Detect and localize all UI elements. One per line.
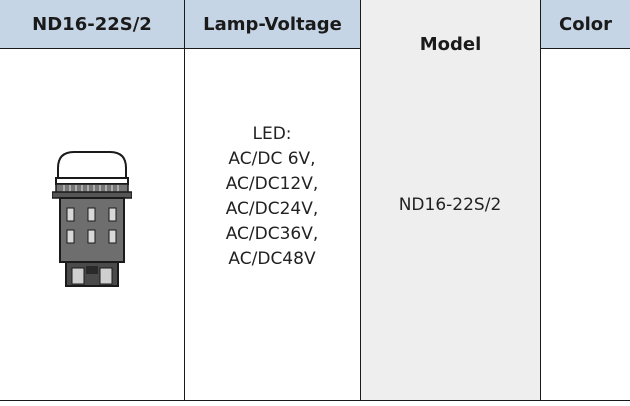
header-model: Model xyxy=(419,33,482,55)
color-column xyxy=(540,0,630,400)
header-product: ND16-22S/2 xyxy=(0,0,184,49)
lamp-voltage-cell: LED: AC/DC 6V, AC/DC12V, AC/DC24V, AC/DC… xyxy=(184,122,360,272)
table-bottom-rule xyxy=(0,400,630,401)
color-cell xyxy=(541,49,630,400)
voltage-line: AC/DC48V xyxy=(228,249,316,269)
indicator-lamp-image xyxy=(52,151,132,287)
voltage-line: AC/DC 6V, xyxy=(228,149,316,169)
header-lamp-voltage: Lamp-Voltage xyxy=(185,0,360,49)
voltage-line: AC/DC24V, xyxy=(225,199,319,219)
model-cell: ND16-22S/2 xyxy=(398,195,502,215)
header-color: Color xyxy=(541,0,630,49)
model-column xyxy=(360,0,540,400)
lamp-voltage-column xyxy=(184,0,360,400)
voltage-line: AC/DC12V, xyxy=(225,174,319,194)
voltage-line: LED: xyxy=(252,124,292,144)
voltage-line: AC/DC36V, xyxy=(225,224,319,244)
